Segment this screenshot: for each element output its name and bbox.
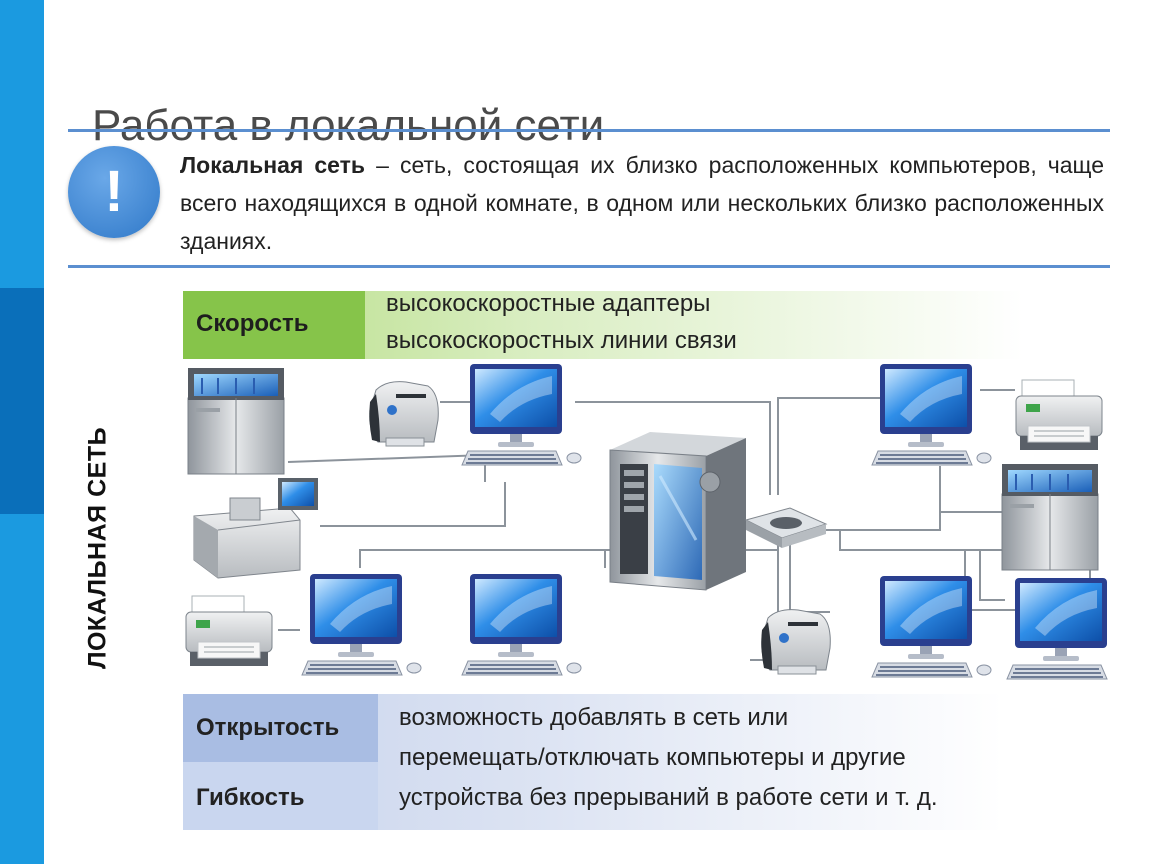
left-accent-bar-dark [0,288,44,514]
terminal-machine-icon [193,478,318,579]
laser-printer-icon [368,381,439,447]
flexibility-band-head [183,762,378,830]
laser-printer-icon [760,609,831,675]
network-diagram [185,360,1110,692]
slide-title: Работа в локальной сети [92,101,605,150]
workstation-icon [302,574,421,675]
vertical-label-text: ЛОКАЛЬНАЯ СЕТЬ [83,426,112,670]
network-switch-icon [744,507,828,548]
openness-line-3: устройства без прерываний в работе сети … [399,784,938,811]
workstation-icon [872,576,991,677]
openness-label: Открытость [196,714,340,741]
inkjet-printer-icon [185,595,273,667]
openness-band [183,694,1003,830]
openness-band-head [183,694,378,762]
bottom-divider [68,265,1110,268]
definition-term: Локальная сеть [180,152,366,178]
flexibility-label: Гибкость [196,784,305,811]
exclamation-icon: ! [68,146,160,238]
speed-line-1: высокоскоростные адаптеры [386,290,711,317]
workstation-icon [462,574,581,675]
speed-band-head [183,291,365,359]
server-tower-icon [609,432,746,591]
mainframe-icon [1001,463,1099,571]
speed-line-2: высокоскоростных линии связи [386,327,737,354]
speed-label: Скорость [196,310,309,337]
definition-text: Локальная сеть – сеть, состоящая их близ… [180,146,1104,260]
network-cables [278,389,1091,661]
workstation-icon [872,364,991,465]
mainframe-icon [187,367,285,475]
top-divider [68,129,1110,132]
workstation-icon [1007,578,1110,679]
openness-line-1: возможность добавлять в сеть или [399,704,789,731]
openness-line-2: перемещать/отключать компьютеры и другие [399,744,906,771]
workstation-icon [462,364,581,465]
definition-body: – сеть, состоящая их близко расположенны… [180,152,1105,254]
inkjet-printer-icon [1015,379,1103,451]
speed-band [183,291,1023,359]
